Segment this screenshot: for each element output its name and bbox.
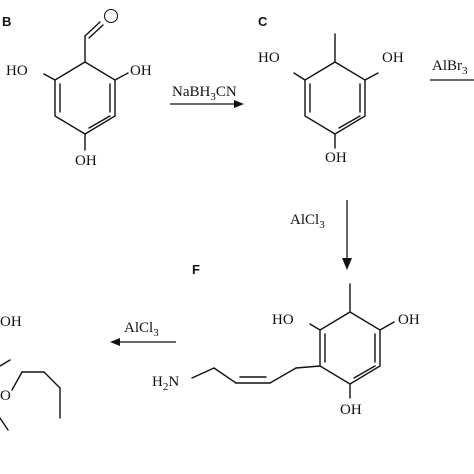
compound-f-amine-n: N xyxy=(168,374,179,390)
compound-b-aldehyde-bond xyxy=(88,24,104,39)
compound-b-aldehyde-bond xyxy=(84,21,101,37)
compound-c-bond xyxy=(293,72,306,81)
compound-c-oh-left: HO xyxy=(258,50,280,66)
compound-partial-o: O xyxy=(0,388,11,404)
arrowhead-step3 xyxy=(342,258,352,270)
compound-b-ring xyxy=(54,61,116,135)
compound-c: C HO OH OH xyxy=(258,14,404,166)
compound-b: B HO OH OH xyxy=(2,8,152,169)
reagent-step1-main: NaBH xyxy=(172,84,210,100)
reagent-step1-tail: CN xyxy=(216,84,237,100)
reagent-step3-sub: 3 xyxy=(319,219,325,231)
compound-b-label: B xyxy=(2,14,11,29)
reagent-step2-label: AlBr3 xyxy=(432,58,468,77)
arrowhead-step1 xyxy=(234,100,244,108)
compound-f-chain xyxy=(191,367,215,379)
compound-partial-chain xyxy=(43,371,61,389)
compound-f: F HO OH OH H2N xyxy=(152,262,420,418)
compound-b-aldehyde-oxygen xyxy=(103,8,119,24)
compound-partial-bond xyxy=(0,359,11,367)
compound-f-double-bond xyxy=(353,365,376,379)
compound-f-ring xyxy=(319,311,381,385)
reagent-step4-main: AlCl xyxy=(124,320,153,336)
reagent-step4-label: AlCl3 xyxy=(124,320,159,339)
compound-c-label: C xyxy=(258,14,268,29)
compound-c-oh-right: OH xyxy=(382,50,404,66)
compound-partial-bond xyxy=(0,417,9,431)
compound-partial: OH O xyxy=(0,314,61,431)
compound-f-amine: H2N xyxy=(152,374,179,393)
compound-c-ring xyxy=(304,61,366,135)
reagent-step1-label: NaBH3CN xyxy=(172,84,237,103)
compound-f-amine-sub: 2 xyxy=(163,381,169,393)
reaction-step-2: AlBr3 xyxy=(430,58,474,81)
compound-f-oh-right: OH xyxy=(398,312,420,328)
reagent-step3-label: AlCl3 xyxy=(290,212,325,231)
reagent-step4-sub: 3 xyxy=(153,327,159,339)
reaction-step-3: AlCl3 xyxy=(290,200,352,270)
compound-c-double-bond xyxy=(338,115,361,129)
reagent-step3-main: AlCl xyxy=(290,212,319,228)
compound-b-oh-right: OH xyxy=(130,63,152,79)
arrowhead-step4 xyxy=(110,338,120,346)
reagent-step1-sub: 3 xyxy=(210,91,216,103)
compound-f-label: F xyxy=(192,262,200,277)
reagent-step2-main: AlBr xyxy=(432,58,462,74)
compound-b-double-bond xyxy=(88,115,111,129)
compound-b-bond xyxy=(114,72,129,81)
reaction-step-4: AlCl3 xyxy=(110,320,176,346)
compound-partial-chain xyxy=(11,371,23,391)
reagent-step2-sub: 3 xyxy=(462,65,468,77)
compound-c-bond xyxy=(364,72,379,81)
compound-f-oh-bottom: OH xyxy=(340,402,362,418)
compound-b-bond xyxy=(43,73,56,81)
compound-f-chain xyxy=(213,367,237,384)
compound-f-bond xyxy=(379,321,395,331)
compound-c-oh-bottom: OH xyxy=(325,150,347,166)
compound-b-oh-left: HO xyxy=(6,63,28,79)
compound-b-oh-bottom: OH xyxy=(75,153,97,169)
compound-partial-oh: OH xyxy=(0,314,22,330)
reaction-step-1: NaBH3CN xyxy=(170,84,244,108)
compound-f-amine-h: H xyxy=(152,374,163,390)
compound-f-chain xyxy=(295,365,321,369)
compound-f-bond xyxy=(309,323,321,331)
compound-f-chain xyxy=(269,367,297,384)
compound-f-oh-left: HO xyxy=(272,312,294,328)
